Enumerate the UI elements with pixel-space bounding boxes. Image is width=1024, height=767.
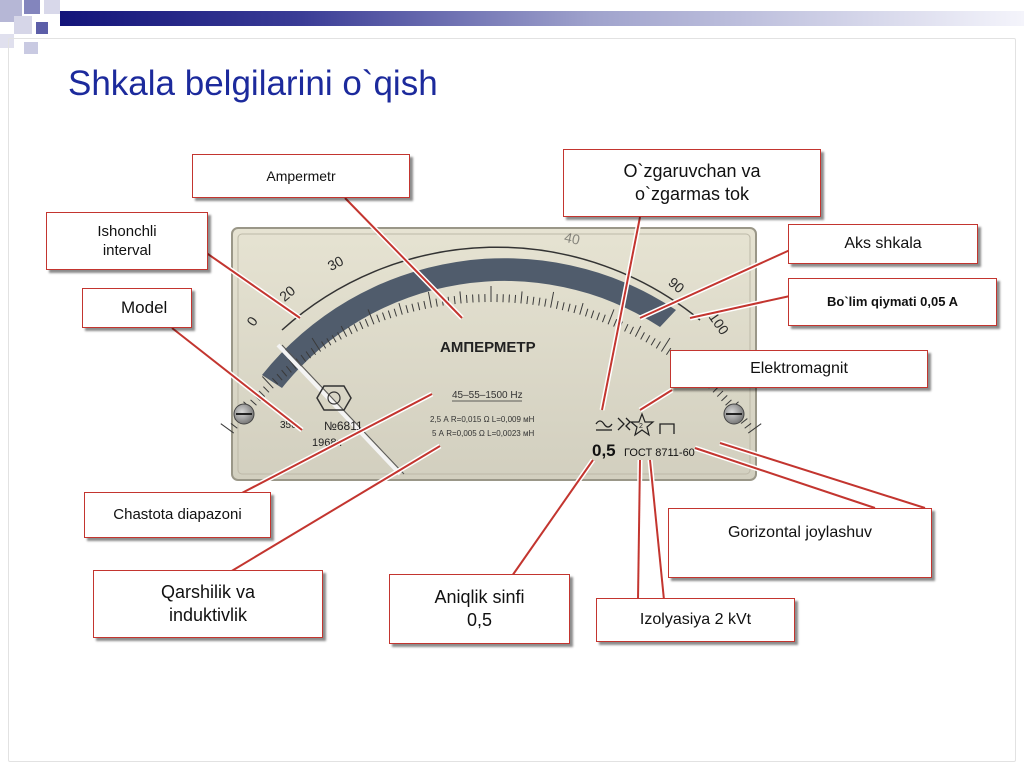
scale-tick [340,325,348,337]
scale-tick [337,332,342,340]
right-screw [723,403,745,425]
corner-square-2 [24,0,40,14]
meter-year: 1968г. [312,437,342,449]
callout-ozgaruvchan-tok: O`zgaruvchan va o`zgarmas tok [563,149,821,217]
scale-tick [514,294,517,303]
scale-tick [364,319,369,327]
scale-tick [666,347,672,356]
scale-tick [353,323,358,332]
insulation-star-symbol: 2 [629,412,655,437]
callout-bolim-qiymati: Bo`lim qiymati 0,05 A [788,278,997,326]
scale-tick [573,305,577,314]
scale-tick [590,310,595,319]
callout-model: Model [82,288,192,328]
meter-code: 350 [280,420,297,431]
callout-ampermetr: Ampermetr [192,154,410,198]
scale-tick [526,296,529,305]
electromagnetic-symbol [617,417,631,431]
scale-tick [645,335,651,343]
callout-ishonchli-interval: Ishonchli interval [46,212,208,270]
scale-tick [359,321,364,330]
corner-square-5 [36,22,48,34]
meter-name: АМПЕРМЕТР [440,339,536,356]
scale-tick [716,390,724,397]
scale-tick [655,341,661,349]
scale-tick [311,337,322,352]
scale-tick [538,297,541,306]
scale-tick [532,296,535,305]
meter-frequency: 45–55–1500 Hz [452,390,523,401]
scale-tick [348,326,353,335]
svg-text:2: 2 [639,423,643,430]
scale-tick [544,298,547,307]
left-screw [233,403,255,425]
meter-serial: №6811 [324,419,363,433]
scale-tick [740,418,748,424]
scale-tick [744,423,752,429]
scale-label: 30 [325,252,346,274]
scale-tick [550,291,555,308]
scale-tick [321,341,327,349]
scale-tick [721,394,728,402]
scale-tick [650,338,656,346]
current-type-symbol [595,420,613,431]
callout-gorizontal-joylashuv: Gorizontal joylashuv [668,508,932,578]
scale-tick [310,347,316,356]
callout-elektromagnit: Elektromagnit [670,350,928,388]
scale-tick [579,302,584,315]
meter-accuracy: 0,5 [592,441,616,460]
meter-spec-line-1: 2,5 А R=0,015 Ω L=0,009 мН [430,415,535,424]
scale-tick [331,335,337,343]
corner-square-4 [14,16,32,34]
horizontal-position-symbol [659,423,675,434]
callout-qarshilik-induktivlik: Qarshilik va induktivlik [93,570,323,638]
callout-aniqlik-sinfi: Aniqlik sinfi 0,5 [389,574,570,644]
scale-tick [555,300,559,309]
scale-tick [584,308,589,317]
scale-band [262,258,676,388]
corner-square-7 [24,42,38,54]
meter-spec-line-2: 5 А R=0,005 Ω L=0,0023 мН [432,429,534,438]
corner-square-6 [0,34,14,48]
slide-title: Shkala belgilarini o`qish [68,64,438,103]
scale-tick [305,351,312,359]
scale-tick [567,303,571,312]
meter-standard: ГОСТ 8711-60 [624,447,695,459]
scale-tick [596,312,600,321]
scale-tick [725,399,732,406]
callout-chastota-diapazoni: Chastota diapazoni [84,492,271,538]
scale-tick [326,338,332,346]
callout-izolyasiya: Izolyasiya 2 kVt [596,598,795,642]
corner-square-3 [44,0,60,14]
scale-tick [465,294,468,303]
scale-tick [520,291,523,304]
scale-tick [561,302,565,311]
header-gradient-bar [60,11,1024,26]
scale-tick [747,423,762,434]
slide-frame [8,38,1016,762]
callout-aks-shkala: Aks shkala [788,224,978,264]
scale-label: 40 [563,229,582,248]
scale-tick [660,337,671,352]
